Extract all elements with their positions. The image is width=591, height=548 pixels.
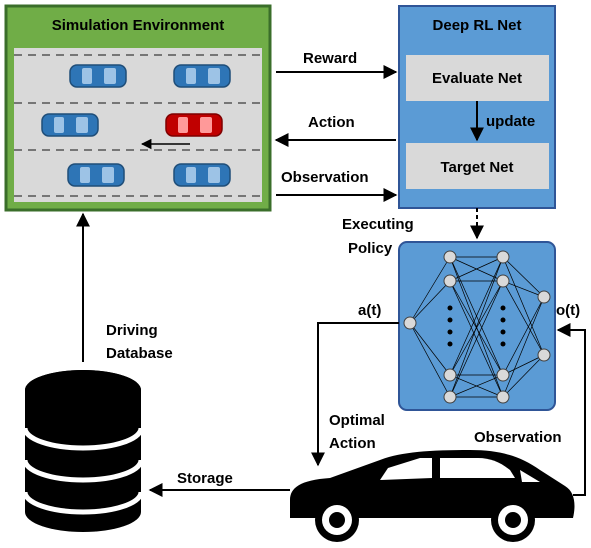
neural-network-icon — [398, 241, 556, 411]
update-label: update — [486, 113, 535, 130]
evaluate-net-box — [406, 55, 549, 101]
simulation-environment-box: Simulation Environment — [4, 4, 272, 212]
a-t-label: a(t) — [358, 302, 381, 319]
car-icon — [290, 450, 575, 542]
driving-label: Driving — [106, 322, 158, 339]
optimal-label: Optimal — [329, 412, 385, 429]
car-icon — [67, 163, 125, 187]
o-t-label: o(t) — [556, 302, 580, 319]
network-nodes — [403, 250, 551, 404]
reward-label: Reward — [303, 50, 357, 67]
target-net-label: Target Net — [440, 159, 513, 176]
ellipsis-dots — [447, 305, 506, 347]
deep-rl-net-panel: Deep RL Net Evaluate Net update Target N… — [398, 5, 556, 209]
rl-net-title: Deep RL Net — [433, 17, 522, 34]
car-icon — [173, 163, 231, 187]
sim-env-title: Simulation Environment — [52, 17, 225, 34]
network-edges — [409, 256, 545, 398]
observation-bottom-label: Observation — [474, 429, 562, 446]
observation-top-label: Observation — [281, 169, 369, 186]
evaluate-net-label: Evaluate Net — [432, 70, 522, 87]
database-label: Database — [106, 345, 173, 362]
car-icon — [41, 113, 99, 137]
car-icon — [69, 64, 127, 88]
storage-label: Storage — [177, 470, 233, 487]
optimal-action-label: Action — [329, 435, 376, 452]
observation-bottom-arrow — [556, 323, 586, 496]
policy-label: Policy — [348, 240, 393, 257]
action-label: Action — [308, 114, 355, 131]
database-icon — [22, 370, 144, 532]
target-net-box — [406, 143, 549, 189]
car-icon — [173, 64, 231, 88]
optimal-action-arrow — [311, 322, 399, 467]
executing-label: Executing — [342, 216, 414, 233]
ego-car-icon — [165, 113, 223, 137]
